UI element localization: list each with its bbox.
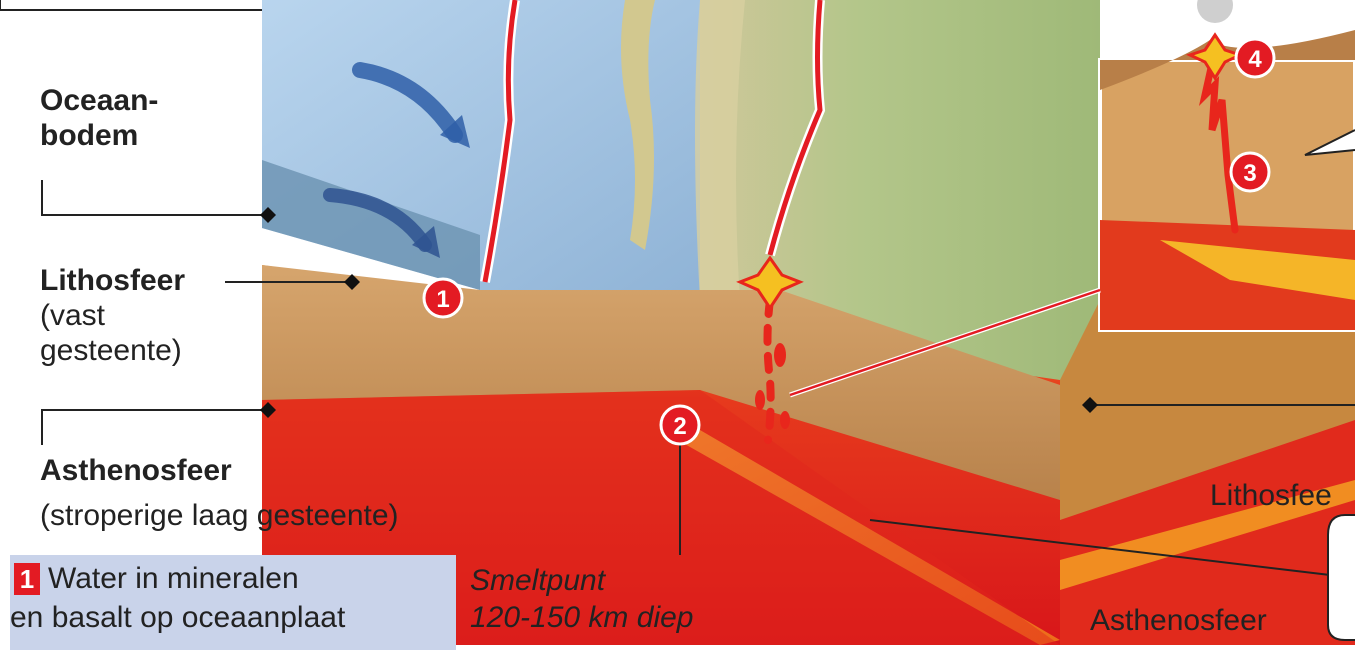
label-right-lithosphere: Lithosfee — [1210, 480, 1332, 512]
label-ocean-floor-1: Oceaan- — [40, 85, 158, 117]
marker-1-text: 1 — [436, 286, 449, 313]
note-number: 1 — [14, 563, 40, 595]
label-lithosphere: Lithosfeer — [40, 265, 185, 297]
note-text-2: en basalt op oceaanplaat — [10, 602, 345, 634]
label-lithosphere-desc-2: gesteente) — [40, 335, 182, 367]
callout-box-right — [1328, 515, 1355, 640]
label-asthenosphere-desc: (stroperige laag gesteente) — [40, 500, 399, 532]
label-melting-point-2: 120-150 km diep — [470, 602, 693, 634]
label-asthenosphere: Asthenosfeer — [40, 455, 232, 487]
note-text-1: Water in mineralen — [48, 562, 299, 595]
marker-2-text: 2 — [673, 413, 686, 440]
marker-3: 3 — [1231, 153, 1269, 191]
label-ocean-floor-2: bodem — [40, 120, 138, 152]
leader-ocean-floor — [42, 180, 268, 215]
marker-3-text: 3 — [1243, 160, 1256, 187]
marker-1: 1 — [424, 279, 462, 317]
volcano-ash-cloud — [1197, 0, 1233, 23]
marker-2: 2 — [661, 406, 699, 444]
label-melting-point-1: Smeltpunt — [470, 565, 605, 597]
marker-4: 4 — [1236, 39, 1274, 77]
leader-asthenosphere — [42, 410, 268, 445]
marker-4-text: 4 — [1248, 46, 1262, 73]
label-right-asthenosphere: Asthenosfeer — [1090, 605, 1267, 637]
label-lithosphere-desc-1: (vast — [40, 300, 105, 332]
